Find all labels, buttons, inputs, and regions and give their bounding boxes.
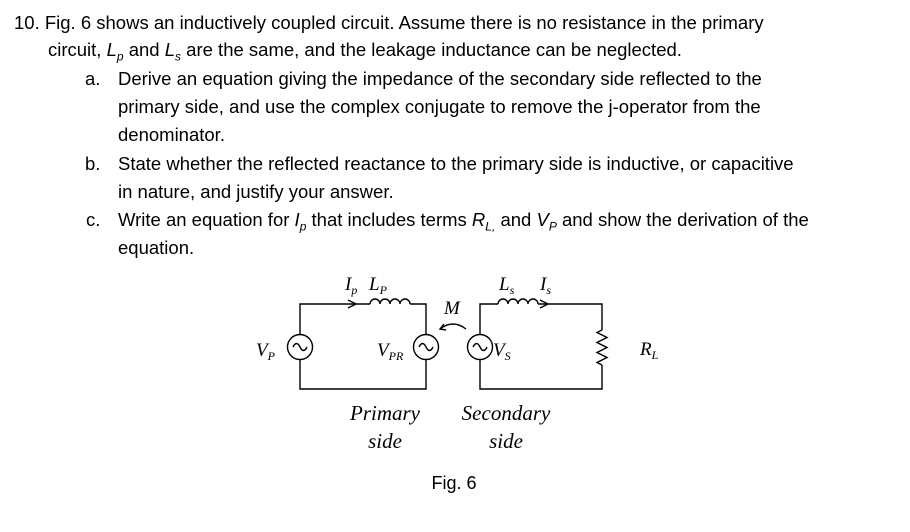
part-c-letter: c.	[86, 209, 101, 230]
label-primary-side: side	[368, 429, 402, 453]
part-a-letter: a.	[85, 68, 101, 89]
arrow-ip	[347, 299, 358, 309]
primary-wire-top-right	[410, 303, 427, 334]
part-b-line2: in nature, and justify your answer.	[118, 181, 394, 202]
question-intro-line2: circuit, Lp and Ls are the same, and the…	[48, 36, 682, 71]
secondary-wire-bottom	[479, 360, 603, 390]
part-c-line2: equation.	[118, 237, 195, 258]
part-c-line1: Write an equation for Ip that includes t…	[118, 206, 809, 241]
part-c-text: and show the derivation of the	[556, 209, 809, 230]
label-rl: RL	[639, 339, 659, 362]
secondary-wire-top-right	[538, 303, 603, 330]
intro-text-part: circuit,	[48, 39, 107, 60]
intro-text-part: are the same, and the leakage inductance…	[181, 39, 682, 60]
symbol-ls-sub: s	[175, 49, 182, 64]
part-a-line2: primary side, and use the complex conjug…	[118, 96, 761, 117]
part-b-line1: State whether the reflected reactance to…	[118, 153, 794, 174]
mutual-arrowhead-left	[438, 323, 447, 331]
resistor-rl	[595, 329, 609, 366]
primary-wire-bottom	[299, 360, 427, 390]
part-a-line1: Derive an equation giving the impedance …	[118, 68, 762, 89]
intro-text-part: and	[123, 39, 165, 60]
symbol-vp: V	[536, 209, 549, 230]
label-ip: Ip	[344, 274, 357, 297]
symbol-lp-sub: p	[116, 49, 124, 64]
source-vs-wave	[472, 342, 488, 352]
part-b-letter: b.	[85, 153, 101, 174]
label-lp: LP	[368, 274, 388, 297]
label-vp: VP	[256, 340, 276, 363]
label-m: M	[443, 298, 461, 319]
label-ls: Ls	[498, 274, 515, 297]
source-vp	[286, 333, 314, 361]
label-is: Is	[539, 274, 551, 297]
label-secondary: Secondary	[462, 401, 551, 425]
symbol-ip: I	[294, 209, 300, 230]
question-intro-line1: 10. Fig. 6 shows an inductively coupled …	[14, 9, 764, 37]
part-a-line3: denominator.	[118, 124, 225, 145]
source-vpr-wave	[418, 342, 434, 352]
symbol-ls: L	[164, 39, 176, 60]
primary-inductor-lp	[369, 298, 411, 305]
part-c-text: Write an equation for	[118, 209, 295, 230]
symbol-vp-sub: P	[548, 219, 557, 234]
label-primary: Primary	[349, 401, 421, 425]
source-vpr	[412, 333, 440, 361]
source-vs	[466, 333, 494, 361]
secondary-inductor-ls	[497, 298, 539, 305]
symbol-rl-sub: L,	[485, 219, 496, 234]
label-secondary-side: side	[489, 429, 523, 453]
label-vpr: VPR	[377, 340, 404, 363]
part-c-text: that includes terms	[306, 209, 472, 230]
mutual-arc	[439, 323, 467, 330]
secondary-wire-top-left	[479, 303, 498, 334]
part-c-text: and	[495, 209, 537, 230]
question-number: 10.	[14, 12, 40, 33]
symbol-rl: R	[471, 209, 486, 230]
figure-caption: Fig. 6	[431, 473, 476, 493]
symbol-lp: L	[106, 39, 117, 60]
intro-text-line1: Fig. 6 shows an inductively coupled circ…	[44, 12, 764, 33]
symbol-ip-sub: p	[299, 219, 307, 234]
arrow-is	[539, 299, 550, 309]
label-vs: VS	[493, 340, 511, 363]
primary-wire-top-left	[299, 303, 370, 334]
source-vp-wave	[292, 342, 308, 352]
